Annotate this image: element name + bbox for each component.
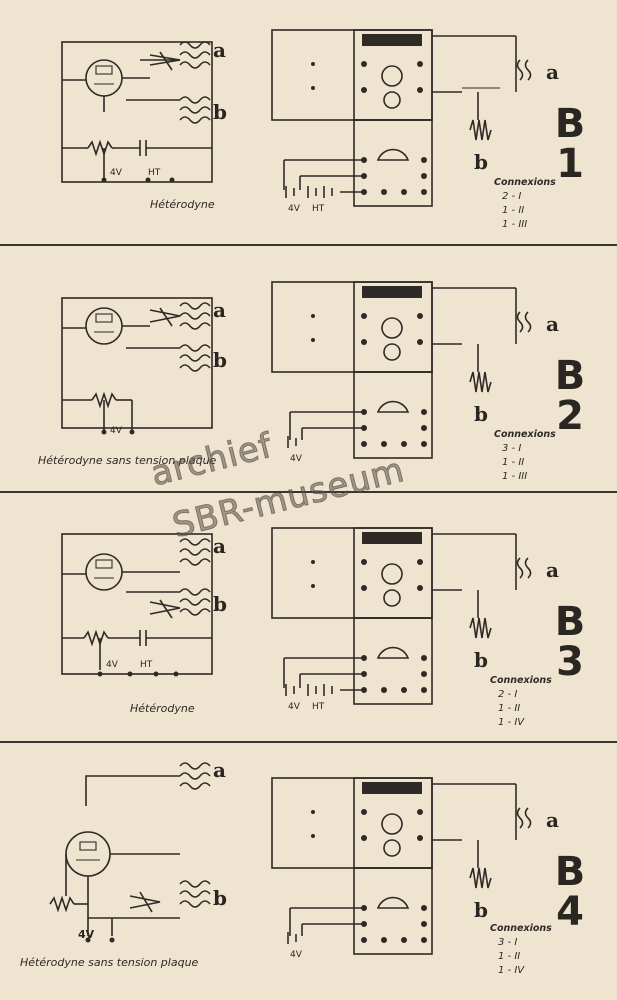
- coil-a-label: a: [213, 758, 226, 782]
- connection-item: 1 - III: [502, 471, 528, 482]
- connection-item: 2 - I: [498, 689, 518, 700]
- figure-number: 2: [556, 393, 584, 439]
- coil-b-label: b: [474, 648, 488, 672]
- battery-ht-label: HT: [148, 168, 161, 178]
- coil-a-label: a: [546, 808, 559, 832]
- connection-item: 1 - II: [502, 457, 525, 468]
- battery-4v-label: 4V: [288, 204, 300, 214]
- figure-letter: B: [554, 101, 586, 147]
- connections-title: Connexions: [490, 675, 552, 686]
- diagram-caption: Hétérodyne: [150, 198, 215, 211]
- connections-list: Connexions 2 - I 1 - II 1 - IV: [490, 674, 552, 730]
- coil-a-label: a: [546, 60, 559, 84]
- coil-a-label: a: [213, 38, 226, 62]
- battery-4v-label: 4V: [290, 950, 302, 960]
- battery-4v-label: 4V: [110, 168, 122, 178]
- diagram-caption: Hétérodyne: [130, 702, 195, 715]
- coil-a-label: a: [546, 312, 559, 336]
- connection-item: 1 - II: [502, 205, 525, 216]
- section-divider: [0, 491, 617, 493]
- battery-ht-label: HT: [140, 660, 153, 670]
- battery-4v-label: 4V: [78, 928, 95, 941]
- diagram-section-b1: a b 4V HT Hétérodyne a b 4V HT B 1 Conne…: [0, 0, 617, 248]
- connection-item: 3 - I: [502, 443, 522, 454]
- diagram-caption: Hétérodyne sans tension plaque: [20, 956, 199, 969]
- section-divider: [0, 741, 617, 743]
- battery-4v-label: 4V: [288, 702, 300, 712]
- connections-list: Connexions 3 - I 1 - II 1 - III: [494, 428, 556, 484]
- coil-b-label: b: [474, 898, 488, 922]
- connections-list: Connexions 3 - I 1 - II 1 - IV: [490, 922, 552, 978]
- connections-title: Connexions: [494, 177, 556, 188]
- connections-title: Connexions: [494, 429, 556, 440]
- coil-b-label: b: [213, 348, 227, 372]
- connection-item: 1 - IV: [498, 965, 525, 976]
- battery-4v-label: 4V: [110, 426, 122, 436]
- schematic-b2: [61, 281, 532, 459]
- section-divider: [0, 244, 617, 246]
- connection-item: 1 - IV: [498, 717, 525, 728]
- figure-letter: B: [554, 353, 586, 399]
- connection-item: 3 - I: [498, 937, 518, 948]
- connection-item: 1 - III: [502, 219, 528, 230]
- connection-item: 1 - II: [498, 703, 521, 714]
- connections-list: Connexions 2 - I 1 - II 1 - III: [494, 176, 556, 232]
- coil-a-label: a: [213, 298, 226, 322]
- connection-item: 2 - I: [502, 191, 522, 202]
- coil-b-label: b: [474, 402, 488, 426]
- diagram-section-b2: a b 4V Hétérodyne sans tension plaque a …: [0, 248, 617, 496]
- connection-item: 1 - II: [498, 951, 521, 962]
- schematic-b1: [61, 29, 532, 207]
- schematic-b3: [61, 527, 532, 705]
- schematic-b4: [49, 762, 532, 955]
- battery-4v-label: 4V: [106, 660, 118, 670]
- figure-number: 3: [556, 639, 584, 685]
- battery-ht-label: HT: [312, 702, 325, 712]
- figure-letter: B: [554, 599, 586, 645]
- battery-4v-label: 4V: [290, 454, 302, 464]
- battery-ht-label: HT: [312, 204, 325, 214]
- diagram-section-b4: a b 4V Hétérodyne sans tension plaque a …: [0, 746, 617, 994]
- coil-b-label: b: [213, 592, 227, 616]
- coil-b-label: b: [213, 100, 227, 124]
- coil-a-label: a: [546, 558, 559, 582]
- figure-number: 1: [556, 141, 584, 187]
- diagram-section-b3: a b 4V HT Hétérodyne a b 4V HT B 3 Conne…: [0, 496, 617, 744]
- figure-letter: B: [554, 849, 586, 895]
- coil-b-label: b: [474, 150, 488, 174]
- coil-a-label: a: [213, 534, 226, 558]
- coil-b-label: b: [213, 886, 227, 910]
- connections-title: Connexions: [490, 923, 552, 934]
- diagram-caption: Hétérodyne sans tension plaque: [38, 454, 217, 467]
- figure-number: 4: [556, 889, 584, 935]
